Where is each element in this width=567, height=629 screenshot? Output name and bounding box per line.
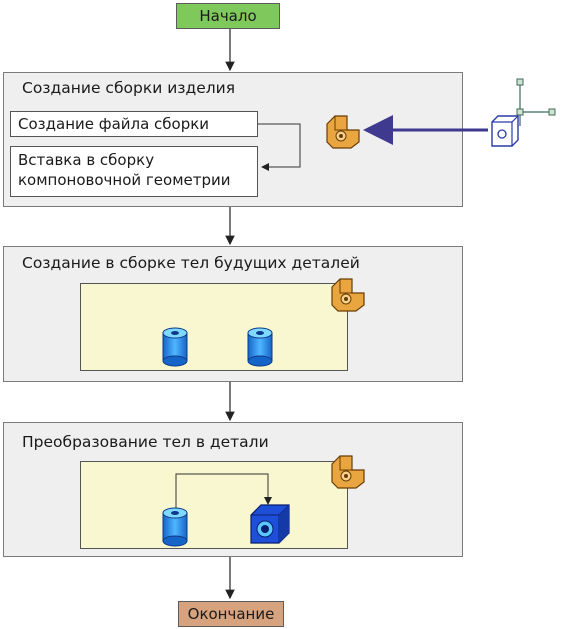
- conversion-panel: [80, 461, 348, 549]
- start-label: Начало: [199, 7, 257, 25]
- assembly-icon: [326, 115, 360, 149]
- body-cylinder-icon: [162, 507, 188, 547]
- stage-title: Создание сборки изделия: [22, 79, 236, 97]
- step-label: Создание файла сборки: [18, 115, 210, 133]
- bodies-panel: [80, 283, 348, 371]
- stage-title: Создание в сборке тел будущих деталей: [22, 254, 360, 272]
- assembly-icon: [331, 455, 365, 489]
- body-cylinder-icon: [162, 327, 188, 367]
- layout-geometry-icon: [491, 78, 556, 147]
- assembly-icon: [331, 278, 365, 312]
- end-label: Окончание: [187, 605, 275, 623]
- part-icon: [250, 504, 290, 544]
- step-create-assembly-file: Создание файла сборки: [10, 111, 258, 137]
- step-insert-layout-geometry: Вставка в сборку компоновочной геометрии: [10, 146, 258, 197]
- step-connector: [258, 123, 301, 171]
- step-label: Вставка в сборку компоновочной геометрии: [18, 151, 231, 189]
- body-to-part-connector: [175, 473, 272, 510]
- stage-title: Преобразование тел в детали: [22, 433, 269, 451]
- body-cylinder-icon: [247, 327, 273, 367]
- end-terminal: Окончание: [178, 601, 284, 627]
- start-terminal: Начало: [176, 3, 280, 29]
